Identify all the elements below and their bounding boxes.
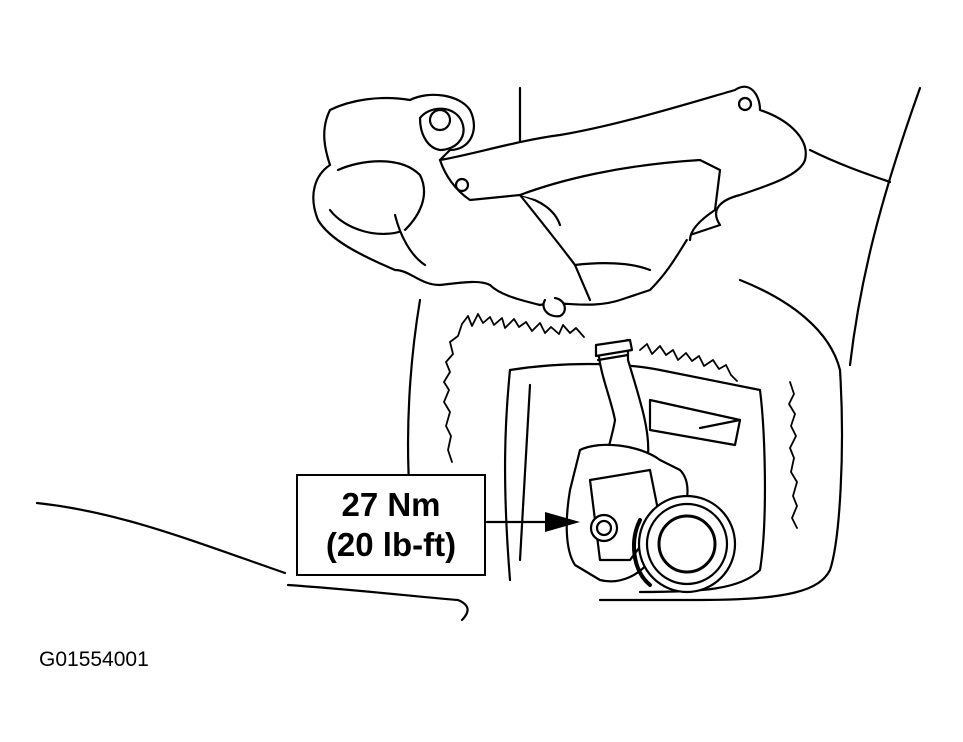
console-panel <box>406 278 844 602</box>
shift-boot-edge <box>443 313 798 529</box>
figure-id: G01554001 <box>39 648 149 671</box>
torque-callout: 27 Nm (20 lb-ft) <box>296 474 486 576</box>
torque-imperial: (20 lb-ft) <box>325 526 457 563</box>
bushing <box>632 494 737 594</box>
shifter-housing <box>312 85 807 318</box>
torque-metric: 27 Nm <box>341 486 441 523</box>
arrow-right-icon <box>485 512 580 532</box>
